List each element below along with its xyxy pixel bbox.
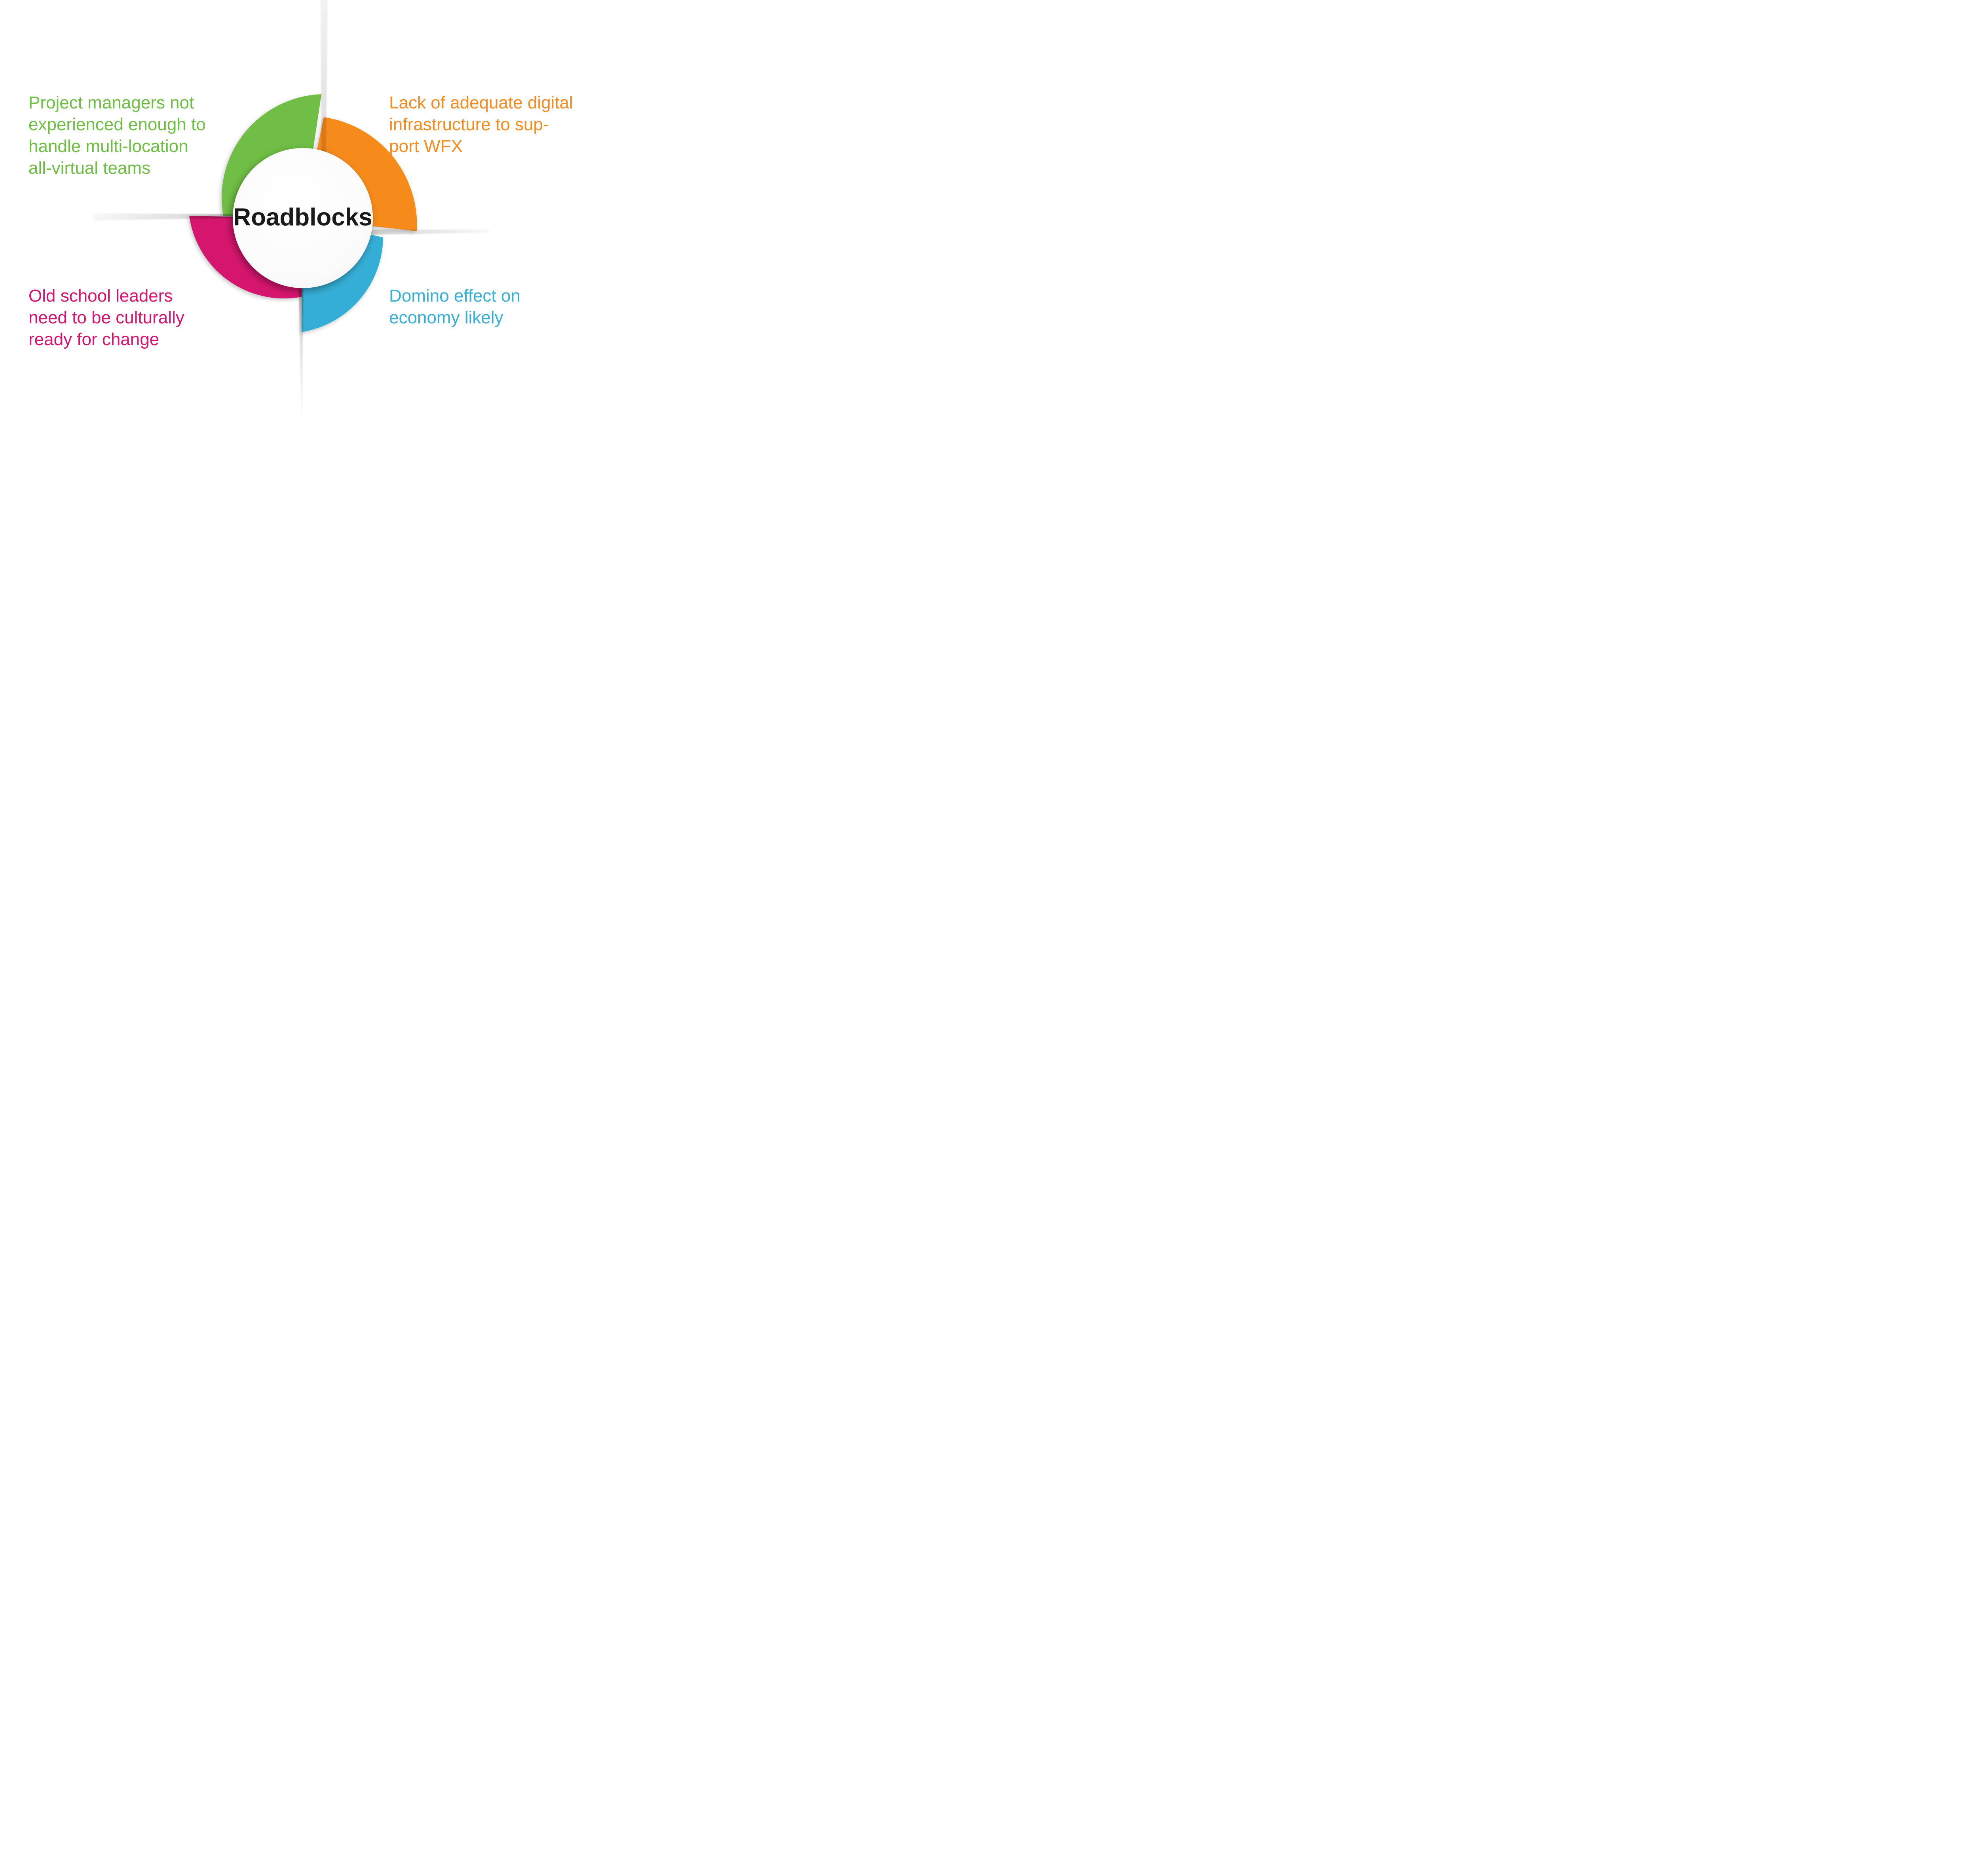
shadow-streak-right bbox=[348, 230, 489, 235]
center-circle bbox=[233, 148, 373, 288]
label-top-right: Lack of adequate digital infrastructure … bbox=[389, 93, 573, 156]
label-top-left: Project managers not experienced enough … bbox=[28, 93, 206, 178]
label-bottom-right: Domino effect on economy likely bbox=[389, 286, 520, 327]
shadow-streak-bottom bbox=[299, 289, 303, 414]
diagram-title: Roadblocks bbox=[233, 203, 372, 231]
pinwheel-diagram bbox=[93, 0, 489, 414]
label-bottom-left: Old school leaders need to be culturally… bbox=[28, 286, 184, 349]
infographic-canvas: Roadblocks Project managers not experien… bbox=[0, 0, 621, 435]
shadow-streak-left bbox=[93, 213, 234, 220]
